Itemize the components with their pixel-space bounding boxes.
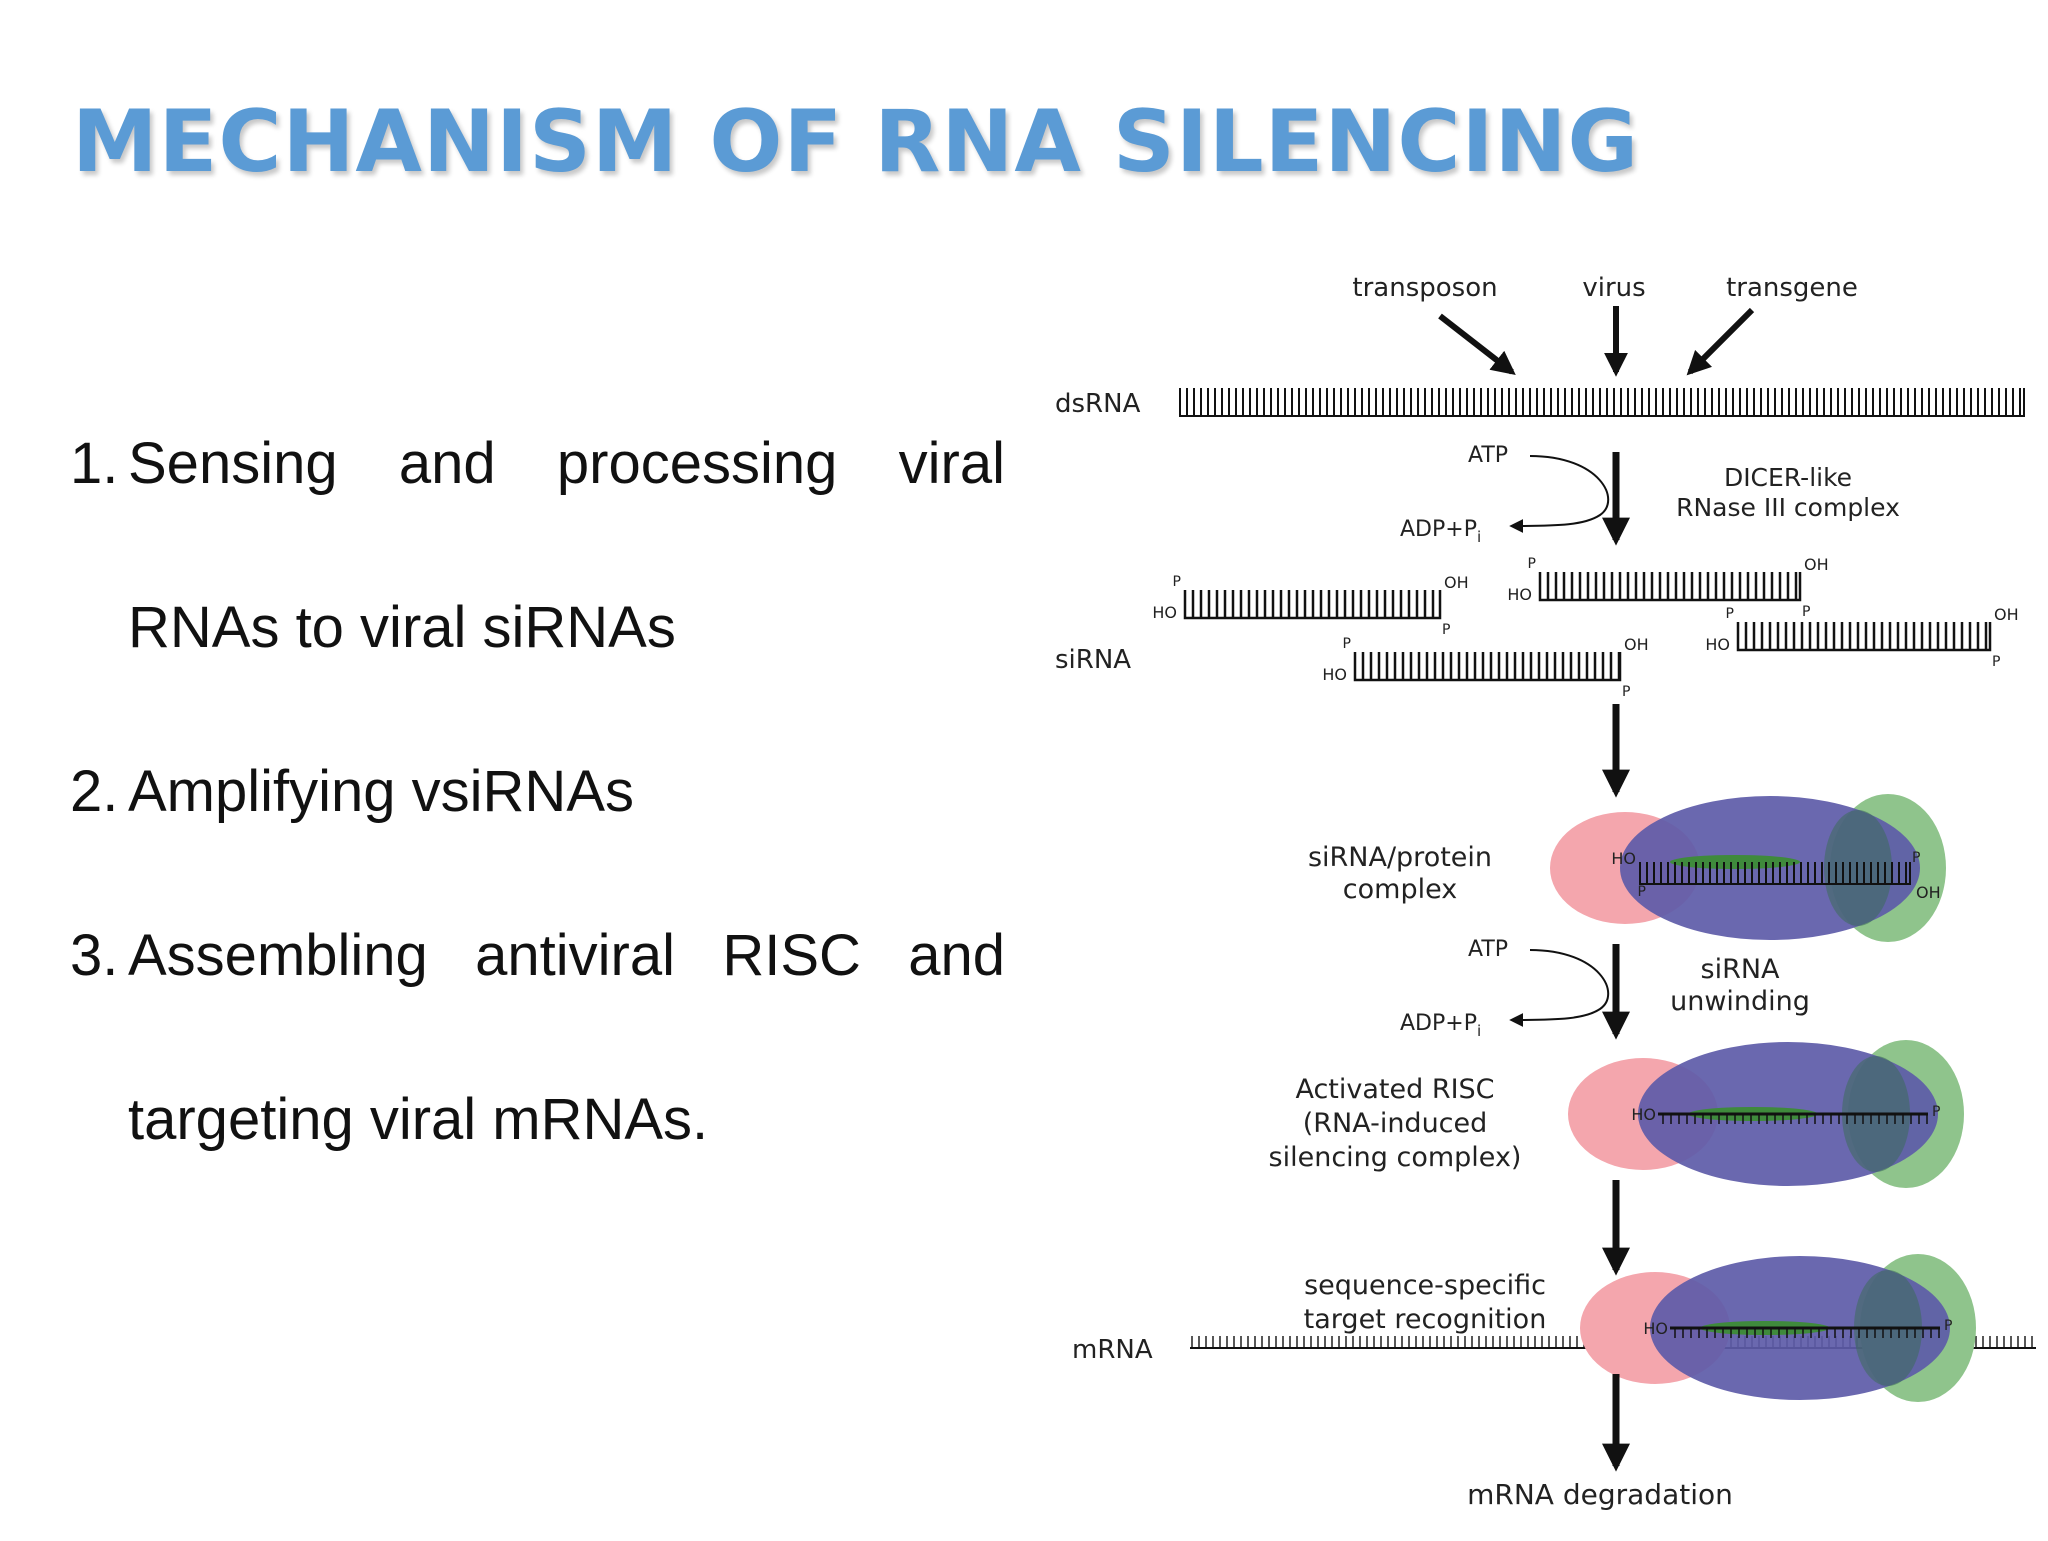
step-text: Assembling antiviral RISC and targeting … xyxy=(128,923,1005,1152)
end-label: HO xyxy=(1705,635,1730,654)
mrna-label: mRNA xyxy=(1072,1335,1153,1365)
step-item: 3. Assembling antiviral RISC and targeti… xyxy=(70,874,1005,1202)
activated-risc: HO P xyxy=(1568,1040,1964,1188)
atp-label: ATP xyxy=(1468,937,1508,962)
dicer-label: RNase III complex xyxy=(1676,493,1900,522)
complex-label: siRNA/protein xyxy=(1308,842,1492,873)
dsrna-strand xyxy=(1179,388,2025,417)
arrow-icon xyxy=(1438,313,1516,375)
adp-label: ADP+Pi xyxy=(1400,517,1481,546)
sirna-duplex: P HO OH P xyxy=(1705,605,2018,670)
degradation-label: mRNA degradation xyxy=(1467,1478,1733,1511)
end-label: OH xyxy=(1804,555,1829,574)
sirna-duplex: P HO OH P xyxy=(1152,573,1468,638)
step-number: 3. xyxy=(70,923,119,988)
end-label: OH xyxy=(1994,605,2019,624)
end-label: OH xyxy=(1444,573,1469,592)
end-label: P xyxy=(1912,850,1920,866)
unwinding-label: unwinding xyxy=(1670,986,1810,1017)
step-number: 2. xyxy=(70,759,119,824)
end-label: P xyxy=(1442,622,1450,638)
sirna-label: siRNA xyxy=(1055,645,1131,675)
end-label: P xyxy=(1726,606,1734,622)
risc-label: (RNA-induced xyxy=(1303,1108,1488,1139)
end-label: HO xyxy=(1631,1105,1656,1124)
end-label: HO xyxy=(1507,585,1532,604)
atp-hydrolysis-arrow-icon xyxy=(1509,455,1610,533)
sirna-duplex: P HO OH P xyxy=(1507,555,1828,620)
target-recognition-complex: HO P xyxy=(1580,1254,1976,1402)
adp-label: ADP+Pi xyxy=(1400,1011,1481,1040)
end-label: P xyxy=(1528,556,1536,572)
complex-label: complex xyxy=(1343,874,1457,905)
source-label: virus xyxy=(1582,273,1645,303)
end-label: P xyxy=(1343,636,1351,652)
dicer-label: DICER-like xyxy=(1724,463,1852,492)
step-text: Sensing and processing viral RNAs to vir… xyxy=(128,431,1005,660)
end-label: OH xyxy=(1916,883,1941,902)
end-label: P xyxy=(1638,884,1646,900)
end-label: P xyxy=(1622,684,1630,700)
sirna-duplexes: P HO OH P P HO OH P P HO OH P P HO OH P xyxy=(1152,555,2018,700)
end-label: HO xyxy=(1611,849,1636,868)
source-label: transgene xyxy=(1726,273,1858,303)
end-label: P xyxy=(1173,574,1181,590)
end-label: P xyxy=(1992,654,2000,670)
arrow-icon xyxy=(1686,307,1755,376)
target-label: target recognition xyxy=(1304,1304,1547,1335)
end-label: P xyxy=(1932,1104,1940,1120)
target-label: sequence-specific xyxy=(1304,1270,1546,1301)
end-label: HO xyxy=(1152,603,1177,622)
sirna-duplex: P HO OH P xyxy=(1322,635,1648,700)
diagram-svg: transposon virus transgene dsRNA ATP ADP… xyxy=(1055,273,2036,1511)
atp-label: ATP xyxy=(1468,443,1508,468)
dsrna-label: dsRNA xyxy=(1055,389,1141,419)
risc-label: silencing complex) xyxy=(1269,1142,1522,1173)
source-label: transposon xyxy=(1352,273,1497,303)
step-number: 1. xyxy=(70,431,119,496)
end-label: OH xyxy=(1624,635,1649,654)
atp-hydrolysis-arrow-icon xyxy=(1509,949,1610,1027)
slide-title: MECHANISM OF RNA SILENCING xyxy=(72,92,1640,192)
step-item: 2. Amplifying vsiRNAs xyxy=(70,710,1005,874)
risc-label: Activated RISC xyxy=(1295,1074,1494,1105)
rna-silencing-diagram: transposon virus transgene dsRNA ATP ADP… xyxy=(1040,250,2048,1536)
unwinding-label: siRNA xyxy=(1701,954,1781,985)
end-label: P xyxy=(1802,604,1810,620)
end-label: HO xyxy=(1643,1319,1668,1338)
steps-list: 1. Sensing and processing viral RNAs to … xyxy=(70,382,1005,1202)
step-item: 1. Sensing and processing viral RNAs to … xyxy=(70,382,1005,710)
end-label: HO xyxy=(1322,665,1347,684)
end-label: P xyxy=(1944,1318,1952,1334)
step-text: Amplifying vsiRNAs xyxy=(128,759,634,824)
